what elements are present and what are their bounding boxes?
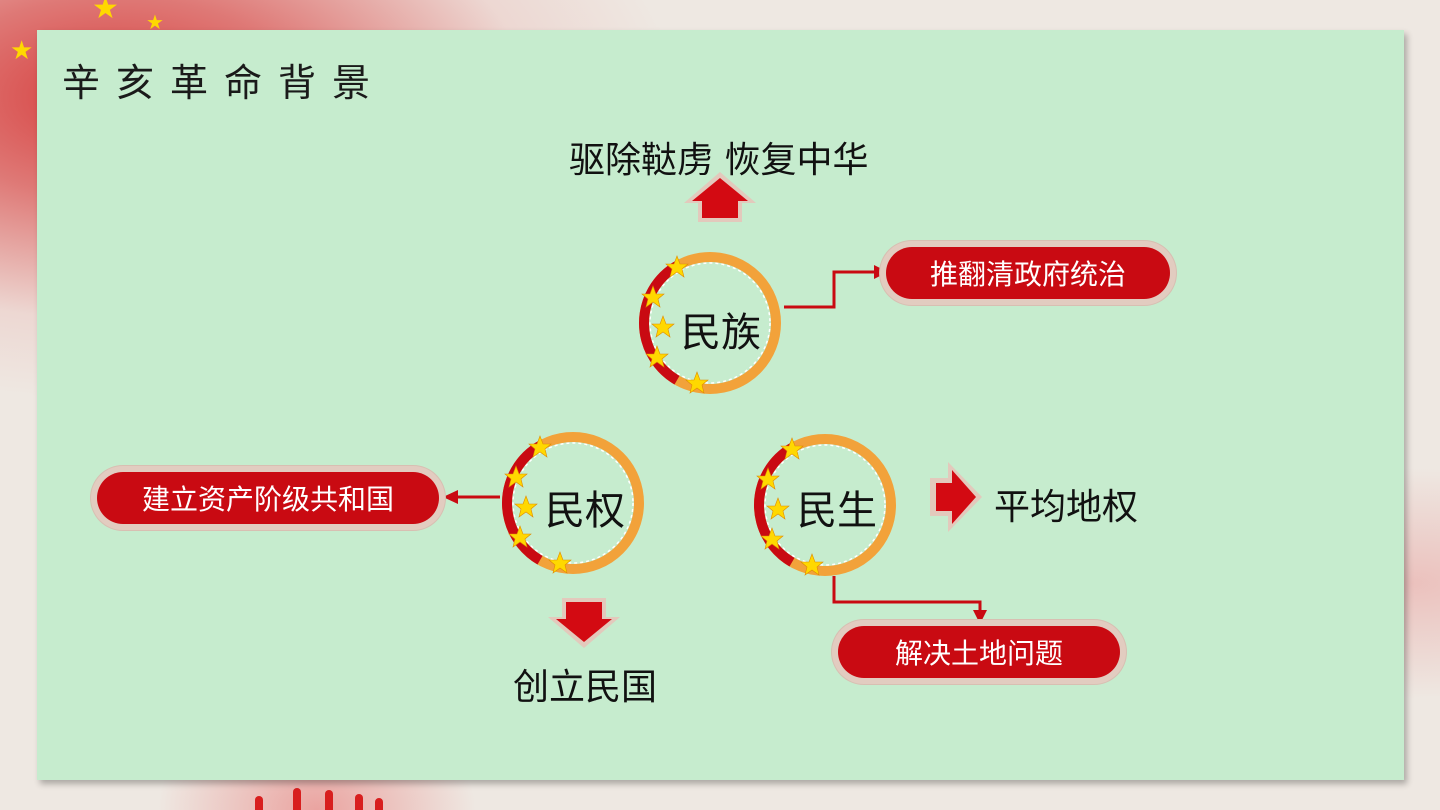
connector-minzu-action (784, 270, 876, 309)
minzu-action-text: 推翻清政府统治 (886, 247, 1170, 299)
connector-minsheng-action (832, 576, 982, 612)
decorative-stripes (255, 788, 395, 810)
content-card (37, 30, 1404, 780)
up-arrow-icon (684, 172, 756, 222)
down-arrow-icon (548, 598, 620, 648)
minsheng-goal-text: 平均地权 (994, 487, 1139, 528)
flag-star-icon: ★ (92, 0, 119, 26)
ring-emblem-icon (754, 434, 896, 576)
minzu-action-pill: 推翻清政府统治 (880, 241, 1176, 305)
page-title: 辛亥革命背景 (62, 61, 387, 105)
flag-star-icon: ★ (146, 10, 164, 34)
minzu-label: 民族 (681, 310, 761, 356)
minsheng-action-pill: 解决土地问题 (832, 620, 1126, 684)
ring-emblem-icon (639, 252, 781, 394)
minzu-goal-text: 驱除鞑虏 恢复中华 (569, 140, 869, 181)
minsheng-label: 民生 (797, 488, 877, 534)
minsheng-action-text: 解决土地问题 (838, 626, 1120, 678)
connector-arrowhead-icon (443, 490, 458, 504)
minquan-action-pill: 建立资产阶级共和国 (91, 466, 445, 530)
ring-emblem-icon (502, 432, 644, 574)
flag-star-icon: ★ (10, 36, 34, 66)
right-arrow-icon (930, 462, 982, 532)
minquan-label: 民权 (545, 488, 625, 534)
minquan-goal-text: 创立民国 (513, 667, 658, 708)
minquan-action-text: 建立资产阶级共和国 (97, 472, 439, 524)
connector-arrowhead-icon (973, 610, 987, 624)
